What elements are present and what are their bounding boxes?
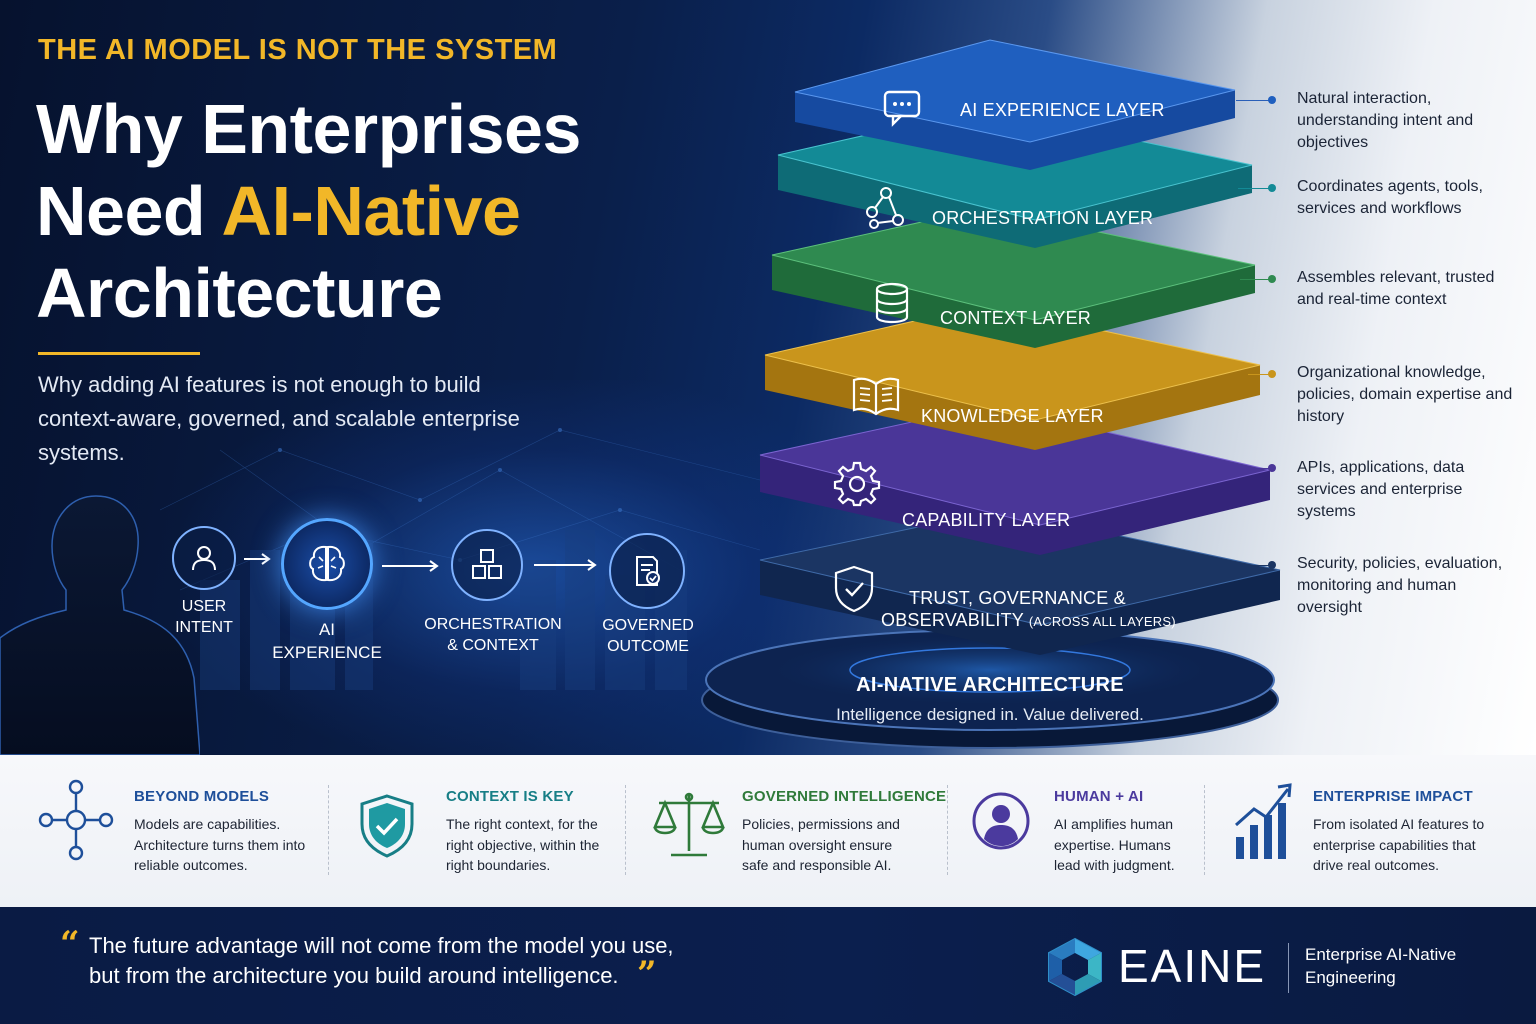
layer-desc-orchestration: Coordinates agents, tools, services and …: [1297, 178, 1483, 217]
pillar-context-is-key: CONTEXT IS KEY The right context, for th…: [330, 755, 625, 907]
layer-label-observability: OBSERVABILITY (ACROSS ALL LAYERS): [881, 610, 1176, 630]
open-book-icon: [852, 377, 900, 416]
connector-dot: [1268, 370, 1276, 378]
pillar-title: BEYOND MODELS: [134, 788, 270, 805]
pillar-text: The right context, for the right objecti…: [446, 816, 600, 873]
connector-dot: [1268, 184, 1276, 192]
layer-desc-ai-experience: Natural interaction, understanding inten…: [1297, 90, 1474, 151]
connector-dot: [1268, 561, 1276, 569]
title-line-1: Why Enterprises: [36, 90, 581, 168]
quote-close-mark: ”: [637, 954, 657, 994]
brand-tagline: Enterprise AI-Native Engineering: [1305, 945, 1457, 987]
network-nodes-icon: [866, 187, 904, 229]
pillar-divider: [625, 785, 626, 875]
gear-icon: [833, 461, 881, 507]
connector-capability: [1250, 468, 1272, 469]
pillars-section: BEYOND MODELS Models are capabilities. A…: [0, 755, 1536, 907]
layer-trust-governance: [759, 509, 1281, 655]
brand-divider: [1288, 943, 1289, 993]
pillar-title: CONTEXT IS KEY: [446, 788, 574, 805]
layer-desc-knowledge: Organizational knowledge, policies, doma…: [1297, 364, 1513, 425]
scales-icon: [653, 792, 725, 857]
pillar-governed-intelligence: GOVERNED INTELLIGENCE Policies, permissi…: [627, 755, 957, 907]
pillar-title: HUMAN + AI: [1054, 788, 1144, 805]
layer-label-knowledge: KNOWLEDGE LAYER: [921, 406, 1104, 426]
layer-label-orchestration: ORCHESTRATION LAYER: [932, 208, 1154, 228]
flow-arrow-3: [534, 559, 597, 571]
shield-check-icon: [834, 565, 874, 613]
layer-label-context: CONTEXT LAYER: [940, 308, 1091, 328]
pillar-text: AI amplifies human expertise. Humans lea…: [1054, 816, 1175, 873]
pillar-divider: [1204, 785, 1205, 875]
hub-nodes-icon: [38, 779, 114, 861]
document-check-icon: [636, 556, 660, 586]
pillar-beyond-models: BEYOND MODELS Models are capabilities. A…: [0, 755, 320, 907]
flow-node-orchestration-context: [451, 529, 523, 601]
shield-check-icon: [360, 794, 414, 858]
title-line-3: Architecture: [36, 254, 443, 332]
layer-label-trust-governance: TRUST, GOVERNANCE &: [909, 588, 1126, 608]
flow-label-orchestration-context: ORCHESTRATION& CONTEXT: [424, 616, 562, 654]
layer-desc-capability: APIs, applications, data services and en…: [1297, 459, 1465, 520]
quote-line-1: The future advantage will not come from …: [89, 933, 674, 958]
connector-knowledge: [1248, 374, 1272, 375]
flow-arrow-1: [244, 553, 271, 565]
pillar-title: GOVERNED INTELLIGENCE: [742, 788, 947, 805]
eyebrow-text: THE AI MODEL IS NOT THE SYSTEM: [38, 34, 558, 66]
layer-label-capability: CAPABILITY LAYER: [902, 510, 1071, 530]
database-icon: [875, 282, 909, 324]
quote-line-2: but from the architecture you build arou…: [89, 963, 619, 988]
growth-chart-icon: [1235, 783, 1292, 859]
pillar-title: ENTERPRISE IMPACT: [1313, 788, 1473, 805]
flow-arrow-2: [382, 560, 439, 572]
title-underline: [38, 352, 200, 355]
base-subtitle: Intelligence designed in. Value delivere…: [836, 705, 1144, 724]
person-circle-icon: [972, 792, 1030, 850]
pillar-text: Models are capabilities. Architecture tu…: [134, 816, 306, 873]
brand-wordmark: EAINE: [1118, 940, 1267, 992]
person-silhouette: [0, 495, 200, 755]
chat-bubble-icon: [883, 90, 921, 127]
layer-knowledge: [764, 304, 1261, 450]
connector-context: [1240, 279, 1272, 280]
pillar-text: From isolated AI features to enterprise …: [1313, 816, 1485, 873]
title-line-2-plain: Need: [36, 172, 222, 250]
hero-section: THE AI MODEL IS NOT THE SYSTEM Why Enter…: [0, 0, 1536, 755]
layer-desc-trust: Security, policies, evaluation, monitori…: [1297, 555, 1503, 616]
user-icon: [192, 546, 216, 571]
base-platform: [701, 629, 1279, 749]
cubes-icon: [472, 549, 502, 579]
layer-ai-experience: [794, 39, 1236, 170]
connector-dot: [1268, 464, 1276, 472]
flow-node-governed-outcome: [609, 533, 685, 609]
pillar-enterprise-impact: ENTERPRISE IMPACT From isolated AI featu…: [1206, 755, 1536, 907]
connector-dot: [1268, 275, 1276, 283]
connector-trust: [1252, 565, 1272, 566]
layer-label-ai-experience: AI EXPERIENCE LAYER: [960, 100, 1165, 120]
pillar-human-ai: HUMAN + AI AI amplifies human expertise.…: [949, 755, 1204, 907]
layer-desc-context: Assembles relevant, trusted and real-tim…: [1297, 269, 1495, 308]
pillar-divider: [947, 785, 948, 875]
quote-open-mark: “: [60, 924, 80, 964]
pillar-text: Policies, permissions and human oversigh…: [742, 816, 900, 873]
pillar-divider: [328, 785, 329, 875]
flow-node-user-intent: [172, 526, 236, 590]
layer-stack-diagram: [701, 39, 1281, 749]
page-title: Why Enterprises Need AI-Native Architect…: [36, 88, 736, 334]
brand-logo-icon: [1048, 937, 1102, 997]
connector-dot: [1268, 96, 1276, 104]
footer-quote-bar: “ The future advantage will not come fro…: [0, 907, 1536, 1024]
title-line-2-accent: AI-Native: [221, 172, 521, 250]
flow-node-ai-experience: [281, 518, 373, 610]
connector-ai-experience: [1236, 100, 1272, 101]
base-title: AI-NATIVE ARCHITECTURE: [856, 674, 1124, 696]
connector-orchestration: [1238, 188, 1272, 189]
brain-icon: [309, 545, 345, 582]
page-subtitle: Why adding AI features is not enough to …: [38, 372, 520, 465]
